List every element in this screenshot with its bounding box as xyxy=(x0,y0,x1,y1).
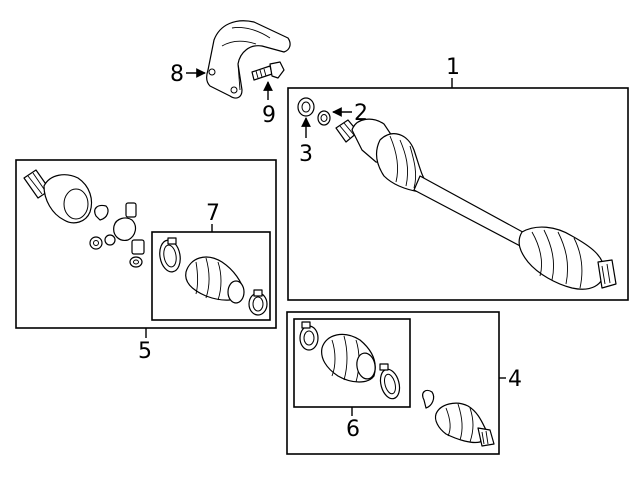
outer-joint xyxy=(434,402,495,447)
callout-3: 3 xyxy=(299,142,313,167)
callout-7: 7 xyxy=(206,201,220,226)
callout-8: 8 xyxy=(170,62,184,87)
inner-retaining-clip xyxy=(94,204,109,221)
callout-9: 9 xyxy=(262,103,276,128)
callout-5: 5 xyxy=(138,339,152,364)
heat-shield-bracket xyxy=(206,20,291,99)
callout-6: 6 xyxy=(346,417,360,442)
outer-retaining-clip xyxy=(422,389,435,409)
inner-joint-housing xyxy=(23,169,93,224)
callout-1: 1 xyxy=(446,55,460,80)
box-inner-boot-kit xyxy=(151,231,271,321)
box-axle-assembly xyxy=(287,87,629,301)
box-outer-joint-kit xyxy=(286,311,500,455)
axle-shaft xyxy=(335,118,617,290)
washer xyxy=(317,110,331,126)
inner-boot xyxy=(159,237,268,316)
tripod-spider xyxy=(89,202,145,268)
callout-4: 4 xyxy=(508,367,522,392)
bolt xyxy=(251,61,285,81)
seal-ring xyxy=(297,97,315,117)
outer-boot xyxy=(299,321,401,400)
